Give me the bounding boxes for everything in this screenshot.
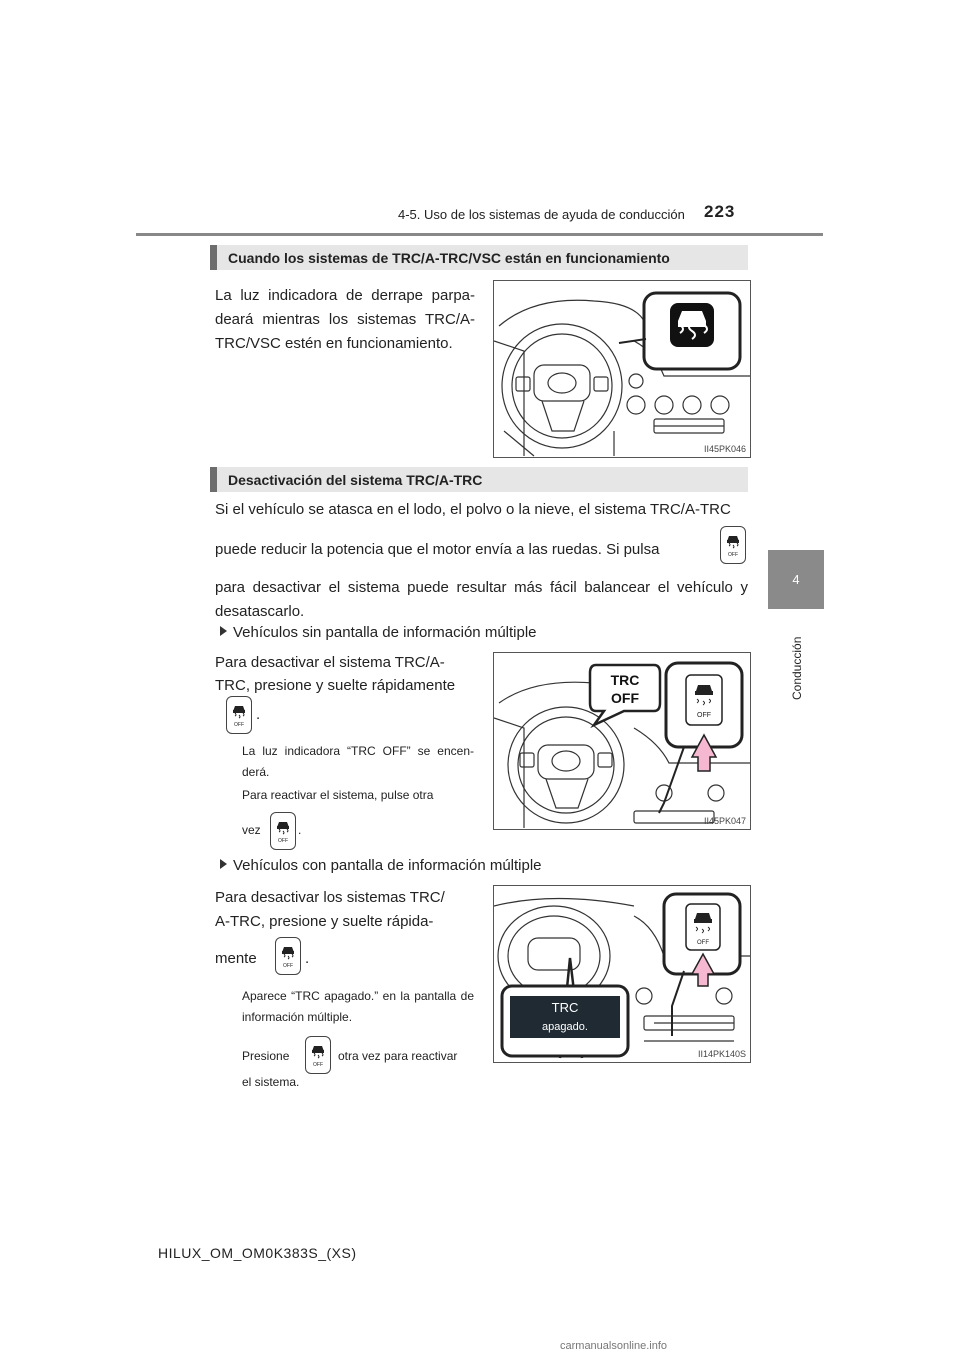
sub1-text-end: .: [256, 706, 261, 723]
dashboard-illustration: TRC apagado. OFF: [494, 892, 750, 1059]
section-title-bar: Desactivación del sistema TRC/A-TRC: [210, 467, 748, 492]
deactivation-intro-line1: Si el vehículo se atasca en el lodo, el …: [215, 501, 731, 518]
sub2-text-line1: Para desactivar los sistemas TRC/: [215, 889, 445, 906]
trc-off-button-closeup: [685, 674, 723, 726]
press-arrow-icon: [690, 952, 716, 987]
figure-code: II14PK140S: [697, 1049, 746, 1059]
sub1-note-reactivate-line1: Para reactivar el sistema, pulse otra: [242, 788, 434, 802]
trc-off-button-icon: OFF: [270, 812, 296, 850]
multi-info-display: [510, 996, 620, 1038]
trc-off-button-icon: OFF: [275, 937, 301, 975]
bullet-with-multi-info-display: Vehículos con pantalla de información mú…: [220, 857, 542, 874]
bullet-triangle-icon: [220, 859, 227, 869]
bullet-text: Vehículos sin pantalla de información mú…: [233, 624, 537, 641]
skid-indicator-icon: [670, 303, 714, 347]
button-off-label: OFF: [697, 940, 709, 946]
sub2-note-press: Presione: [242, 1049, 290, 1063]
figure-trc-off-with-display: TRC apagado. OFF II14PK140S: [493, 885, 751, 1063]
trc-off-callout: TRC OFF: [588, 663, 662, 729]
sub2-text-end: .: [305, 950, 310, 967]
svg-text:OFF: OFF: [313, 1062, 323, 1068]
figure-code: II45PK046: [703, 444, 746, 454]
svg-text:OFF: OFF: [278, 838, 288, 844]
section-title: Cuando los sistemas de TRC/A-TRC/VSC est…: [228, 249, 670, 266]
deactivation-intro-line2: puede reducir la potencia que el motor e…: [215, 541, 660, 558]
bullet-no-multi-info-display: Vehículos sin pantalla de información mú…: [220, 624, 537, 641]
skid-indicator-text: La luz indicadora de derrape parpa- dear…: [215, 287, 475, 352]
trc-off-button-closeup: [685, 903, 721, 951]
sub1-text-line1: Para desactivar el sistema TRC/A-: [215, 654, 445, 671]
chapter-number: 4: [792, 572, 800, 587]
trc-off-button-icon: OFF: [720, 526, 746, 564]
sub1-note-indicator: La luz indicadora “TRC OFF” se encen- de…: [242, 744, 474, 779]
bullet-text: Vehículos con pantalla de información mú…: [233, 857, 542, 874]
chapter-tab: 4: [768, 550, 824, 609]
chapter-label-text: Conducción: [790, 636, 804, 700]
figure-trc-off-no-display: TRC OFF OFF II45PK047: [493, 652, 751, 830]
display-apagado-text: apagado.: [542, 1021, 588, 1033]
display-trc-text: TRC: [552, 1000, 579, 1015]
dashboard-illustration: TRC OFF OFF: [494, 661, 750, 828]
trc-off-button-icon: OFF: [226, 696, 252, 734]
callout-trc-text: TRC: [611, 672, 640, 688]
watermark: carmanualsonline.info: [560, 1340, 668, 1352]
sub1-text-line2: TRC, presione y suelte rápidamente: [215, 677, 456, 694]
section-heading: 4-5. Uso de los sistemas de ayuda de con…: [398, 207, 685, 222]
sub2-note-display: Aparece “TRC apagado.” en la pantalla de…: [242, 989, 474, 1024]
header-divider: [136, 233, 823, 236]
sub1-note-reactivate-end: .: [298, 823, 302, 837]
svg-text:OFF: OFF: [234, 722, 244, 728]
document-code: HILUX_OM_OM0K383S_(XS): [158, 1245, 357, 1261]
chapter-label: Conducción: [790, 612, 804, 702]
bullet-triangle-icon: [220, 626, 227, 636]
figure-skid-indicator: II45PK046: [493, 280, 751, 458]
sub2-note-reactivate-line2: el sistema.: [242, 1075, 300, 1089]
button-off-label: OFF: [697, 712, 711, 719]
figure-code: II45PK047: [703, 816, 746, 826]
dashboard-illustration: [494, 291, 750, 457]
sub1-note-reactivate-word: vez: [242, 823, 261, 837]
callout-off-text: OFF: [611, 690, 639, 706]
svg-text:OFF: OFF: [283, 963, 293, 969]
section-title-bar: Cuando los sistemas de TRC/A-TRC/VSC est…: [210, 245, 748, 270]
deactivation-intro-line3: para desactivar el sistema puede resulta…: [215, 579, 748, 620]
section-title: Desactivación del sistema TRC/A-TRC: [228, 471, 483, 488]
svg-text:OFF: OFF: [728, 552, 738, 558]
page-number: 223: [704, 202, 736, 221]
trc-off-button-icon: OFF: [305, 1036, 331, 1074]
sub2-text-word: mente: [215, 950, 257, 967]
sub2-text-line2: A-TRC, presione y suelte rápida-: [215, 913, 434, 930]
press-arrow-icon: [690, 733, 718, 772]
sub2-note-reactivate: otra vez para reactivar: [338, 1049, 458, 1063]
